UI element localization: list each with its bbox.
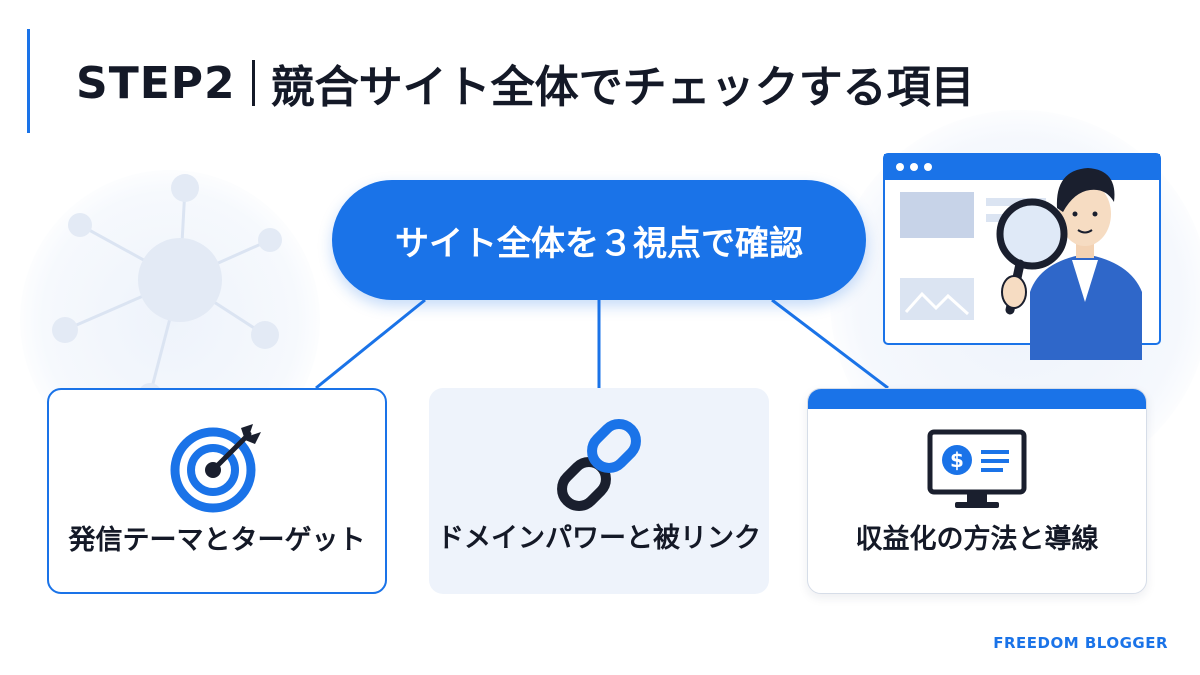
network-decoration-icon bbox=[52, 174, 282, 407]
card-domain-backlinks: ドメインパワーと被リンク bbox=[429, 388, 769, 594]
person-magnifier-illustration-icon bbox=[883, 153, 1161, 360]
chain-link-icon bbox=[557, 419, 641, 511]
target-arrow-icon bbox=[170, 424, 261, 513]
center-pill: サイト全体を３視点で確認 bbox=[332, 180, 866, 300]
card-theme-target: 発信テーマとターゲット bbox=[47, 388, 387, 594]
title-separator bbox=[251, 60, 255, 106]
card-label: 発信テーマとターゲット bbox=[68, 525, 366, 556]
card-label: ドメインパワーと被リンク bbox=[437, 523, 761, 554]
title-accent-bar bbox=[27, 29, 30, 133]
page-title: STEP2 競合サイト全体でチェックする項目 bbox=[76, 48, 975, 118]
monitor-dollar-icon: $ bbox=[927, 429, 1027, 508]
card-monetization: $ 収益化の方法と導線 bbox=[807, 388, 1147, 594]
title-text: 競合サイト全体でチェックする項目 bbox=[270, 62, 975, 113]
title-step: STEP2 bbox=[76, 57, 236, 109]
card-label: 収益化の方法と導線 bbox=[855, 524, 1099, 555]
center-pill-text: サイト全体を３視点で確認 bbox=[395, 223, 803, 264]
brand-footer: FREEDOM BLOGGER bbox=[993, 634, 1168, 652]
card-top-bar bbox=[808, 389, 1146, 409]
svg-text:$: $ bbox=[950, 448, 964, 472]
